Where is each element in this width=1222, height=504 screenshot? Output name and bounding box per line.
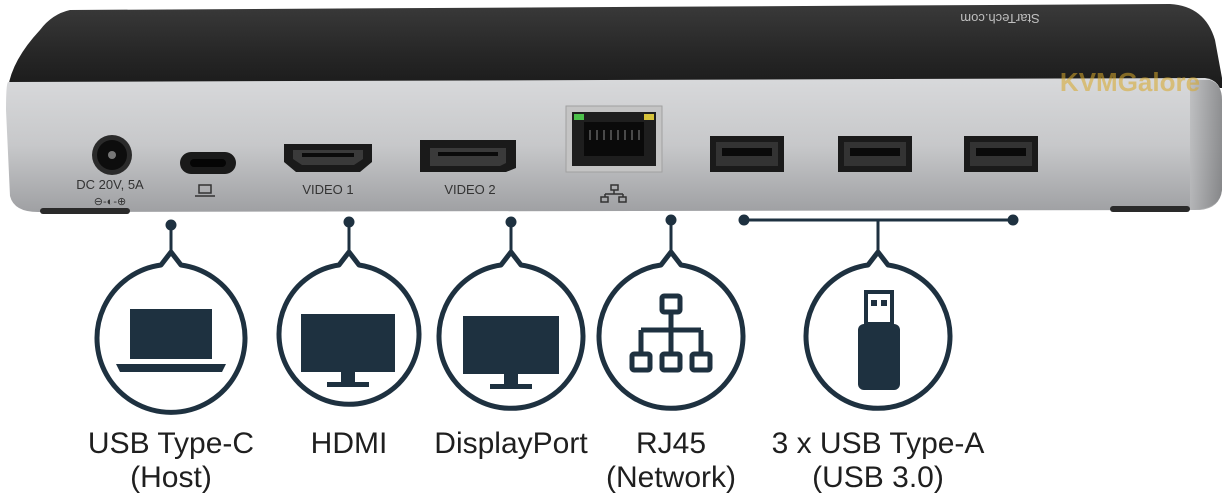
callout-usb-a [803, 249, 953, 411]
label-hdmi: HDMI [289, 427, 409, 461]
label-displayport-line1: DisplayPort [434, 427, 588, 460]
label-usb-a-line1: 3 x USB Type-A [771, 427, 985, 460]
label-rj45-line2: (Network) [605, 461, 736, 494]
label-rj45: RJ45 (Network) [591, 427, 751, 495]
hdmi-port [284, 144, 372, 172]
label-displayport: DisplayPort [421, 427, 601, 461]
callout-rj45 [596, 249, 746, 411]
label-usb-a-line2: (USB 3.0) [812, 461, 944, 494]
network-icon [629, 293, 713, 373]
dock-top-surface [8, 4, 1222, 88]
callout-usb-c [94, 249, 248, 415]
watermark-logo: KVMGalore [1060, 67, 1200, 97]
dc-polarity-label: ⊖-◐-⊕ [94, 196, 126, 208]
usb-a-port-1 [710, 136, 784, 172]
displayport-port [420, 140, 516, 172]
dock-foot-left [40, 208, 130, 214]
label-rj45-line1: RJ45 [635, 427, 707, 460]
docking-station: StarTech.com KVMGalore DC 20V, 5A ⊖-◐-⊕ … [6, 4, 1222, 214]
network-marking-icon [600, 184, 627, 203]
dock-right-side [1190, 80, 1222, 210]
label-usb-a: 3 x USB Type-A (USB 3.0) [768, 427, 988, 495]
brand-logo: StarTech.com [960, 11, 1039, 26]
video2-label: VIDEO 2 [444, 182, 495, 197]
dock-foot-right [1110, 206, 1190, 212]
monitor-icon [301, 314, 395, 387]
usb-c-port [180, 152, 236, 174]
label-hdmi-line1: HDMI [310, 427, 388, 460]
callout-displayport [436, 249, 586, 411]
label-usb-c-line2: (Host) [130, 461, 212, 494]
callout-hdmi [276, 249, 422, 407]
monitor-icon [463, 316, 559, 389]
usb-a-port-3 [964, 136, 1038, 172]
label-usb-c: USB Type-C (Host) [71, 427, 271, 495]
laptop-marking-icon [195, 184, 215, 197]
usb-a-port-2 [838, 136, 912, 172]
dc-port-label: DC 20V, 5A [76, 177, 144, 192]
usb-drive-icon [858, 290, 900, 390]
dc-power-port [92, 135, 132, 175]
video1-label: VIDEO 1 [302, 182, 353, 197]
label-usb-c-line1: USB Type-C [87, 427, 255, 460]
laptop-icon [116, 309, 226, 372]
rj45-port [565, 105, 663, 173]
callout-connectors [165, 214, 1019, 252]
